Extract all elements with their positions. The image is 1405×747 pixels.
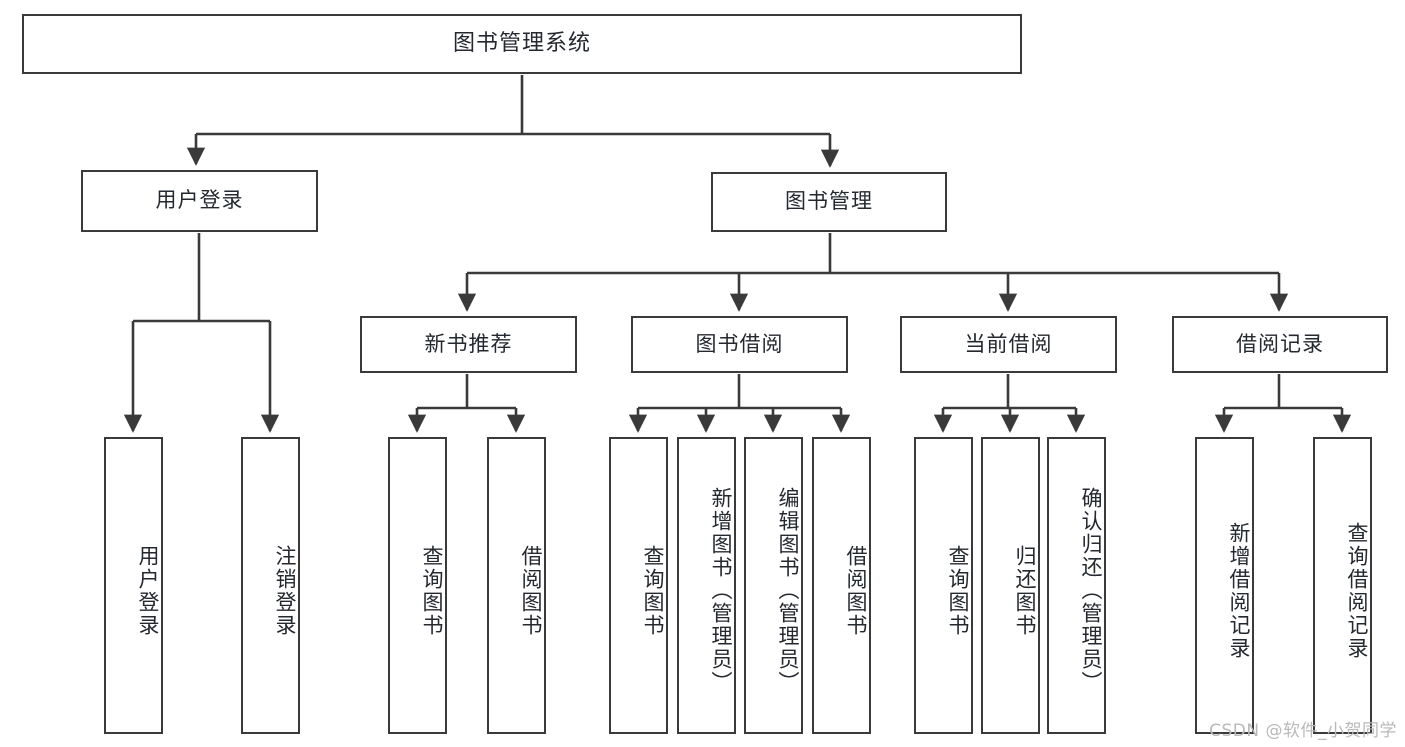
node-leaf-user-logout[interactable]: 注销登录	[241, 437, 300, 734]
watermark-text: CSDN @软件_小贺同学	[1209, 721, 1397, 741]
node-root[interactable]: 图书管理系统	[22, 14, 1022, 74]
node-leaf-borrow-book-2[interactable]: 借阅图书	[812, 437, 871, 734]
node-current-borrow[interactable]: 当前借阅	[900, 316, 1117, 373]
node-book-borrow[interactable]: 图书借阅	[631, 316, 848, 373]
node-book-mgmt[interactable]: 图书管理	[711, 172, 947, 232]
node-leaf-confirm-return[interactable]: 确认归还（管理员）	[1047, 437, 1106, 734]
node-leaf-query-book-1[interactable]: 查询图书	[388, 437, 447, 734]
node-leaf-borrow-book-1[interactable]: 借阅图书	[487, 437, 546, 734]
node-leaf-query-book-2[interactable]: 查询图书	[609, 437, 668, 734]
node-leaf-add-book[interactable]: 新增图书（管理员）	[677, 437, 736, 734]
node-leaf-user-login[interactable]: 用户登录	[104, 437, 163, 734]
node-leaf-query-book-3[interactable]: 查询图书	[914, 437, 973, 734]
node-new-book-rec[interactable]: 新书推荐	[360, 316, 577, 373]
node-borrow-record[interactable]: 借阅记录	[1172, 316, 1388, 373]
node-leaf-edit-book[interactable]: 编辑图书（管理员）	[744, 437, 803, 734]
node-leaf-return-book[interactable]: 归还图书	[981, 437, 1040, 734]
node-leaf-query-record[interactable]: 查询借阅记录	[1313, 437, 1372, 734]
node-leaf-add-record[interactable]: 新增借阅记录	[1195, 437, 1254, 734]
node-user-login[interactable]: 用户登录	[81, 170, 318, 232]
